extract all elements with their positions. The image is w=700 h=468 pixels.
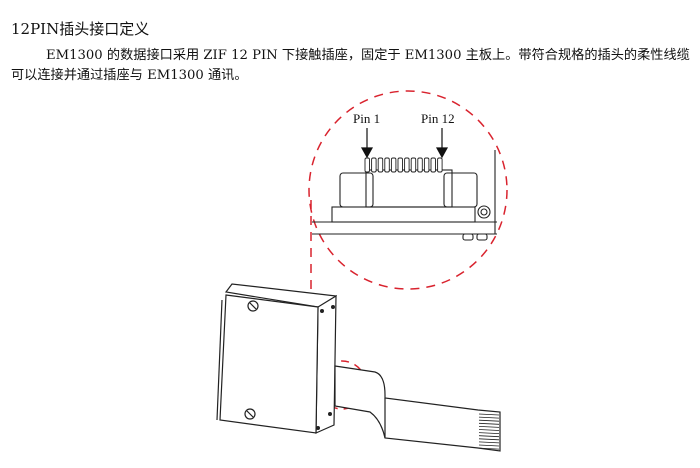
cable-contact [478,429,500,431]
magnified-connector [312,150,497,241]
flex-cable [334,365,501,452]
connector-pin [423,157,430,173]
connector-pin [371,157,377,173]
cable-contact [478,438,500,441]
zoom-highlight-circle [308,90,508,290]
connector-pin [404,157,410,173]
cable-contact [478,435,500,438]
cable-contact [478,432,500,434]
connector-pin [417,157,423,173]
cable-contact [478,413,500,416]
connector-pin [397,157,403,173]
cable-contact [478,444,500,447]
cable-contact [478,441,500,444]
pin-arrows [360,128,449,159]
cable-contact [478,419,500,422]
cable-contacts [478,413,500,450]
connector-pin [430,157,436,173]
pin-12-label: Pin 12 [421,111,455,126]
connector-pin [390,157,397,173]
cable-contact [478,422,500,425]
description-paragraph: EM1300 的数据接口采用 ZIF 12 PIN 下接触插座，固定于 EM13… [11,48,690,83]
connector-pins [364,157,443,173]
cable-contact [478,426,500,428]
connector-pin [384,157,390,173]
connector-pin [410,157,417,173]
pin-1-label: Pin 1 [353,111,380,126]
cable-contact [478,447,500,450]
em1300-module [216,283,337,434]
cable-contact [478,416,500,419]
connector-pin [364,157,370,173]
connector-pin [377,157,384,173]
module-screws [316,305,335,430]
connector-pin [437,157,443,173]
section-title: 12PIN插头接口定义 [11,20,150,38]
